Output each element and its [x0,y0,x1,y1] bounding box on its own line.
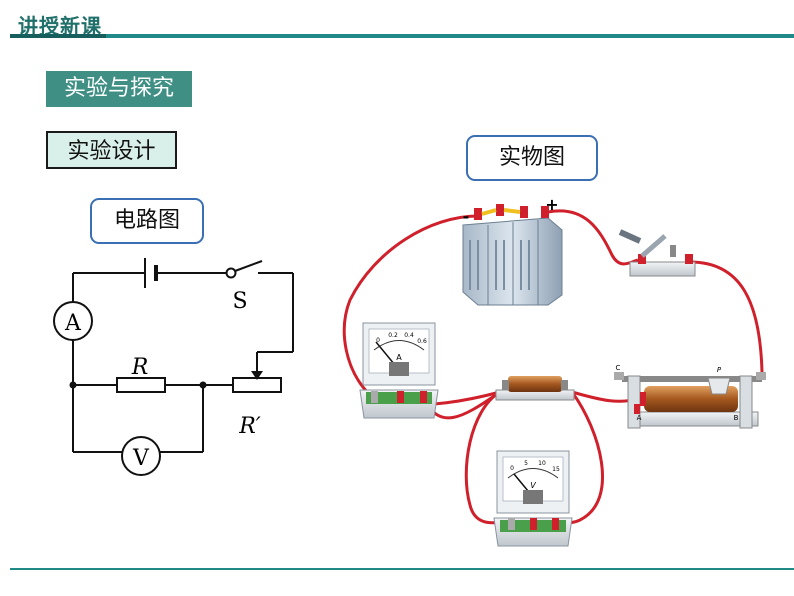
battery-pack: - + [462,195,563,306]
knife-switch [618,229,696,277]
switch-blade [234,260,263,272]
voltmeter-face-letter: V [530,481,536,490]
ammeter-scale-tick: 0.6 [417,338,427,345]
junction-dot [199,381,207,389]
rheostat-terminal-a: A [637,414,642,422]
switch-label: S [232,289,247,314]
ammeter-scale-tick: 0.4 [404,332,414,339]
ammeter-face-letter: A [396,353,402,362]
section-label: 实验与探究 [46,71,192,107]
rheostat: C P A B [614,364,766,429]
battery-plus-label: + [545,195,558,214]
voltmeter-symbol [121,436,161,476]
voltmeter-scale-tick: 10 [538,460,546,467]
header-divider-accent [10,34,106,38]
battery-minus-label: - [463,207,470,226]
footer-divider [10,568,794,570]
ammeter: A 0 0.2 0.4 0.6 [359,322,439,419]
battery-terminal [496,204,504,216]
rheostat-label: R′ [238,414,261,439]
voltmeter-scale-tick: 0 [510,465,514,472]
ammeter-scale-tick: 0 [376,337,380,344]
experiment-design-label: 实验设计 [46,131,177,169]
fixed-resistor [495,376,575,401]
voltmeter-letter: V [132,446,150,471]
voltmeter: V 0 5 10 15 [493,450,573,547]
circuit-diagram-caption: 电路图 [90,198,204,244]
ammeter-scale-tick: 0.2 [388,332,398,339]
rheostat-slider-arrow [251,371,263,380]
rheostat-terminal-b: B [734,414,739,422]
rheostat-terminal-c: C [616,364,621,372]
junction-dot [69,381,77,389]
voltmeter-scale-tick: 15 [552,466,560,473]
battery-terminal [474,208,482,220]
battery-terminal [541,206,549,218]
ammeter-letter: A [64,311,82,336]
real-apparatus-caption: 实物图 [466,135,598,181]
voltmeter-scale-tick: 5 [524,460,528,467]
rheostat-slider-p: P [717,366,722,374]
header-divider [10,34,794,38]
switch-pivot [225,267,237,279]
battery-terminal [520,206,528,218]
resistor-label: R [131,355,149,380]
